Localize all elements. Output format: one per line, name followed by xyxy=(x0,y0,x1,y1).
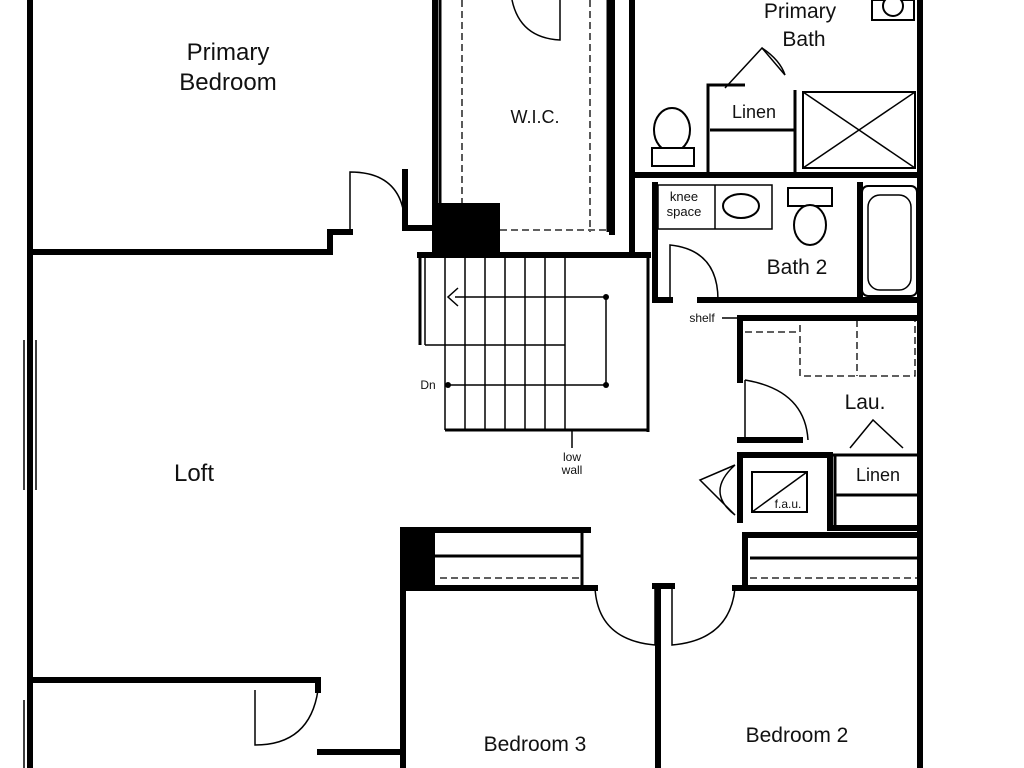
loft-label: Loft xyxy=(174,460,214,487)
fau-label: f.a.u. xyxy=(775,497,802,511)
bathtub-icon xyxy=(861,185,918,297)
wic-label: W.I.C. xyxy=(511,107,560,127)
bedroom-2-label: Bedroom 2 xyxy=(746,724,849,747)
laundry-label: Lau. xyxy=(845,391,886,414)
stairs xyxy=(424,258,760,448)
room-labels: Primary Bedroom Primary Bath W.I.C. Line… xyxy=(174,0,900,756)
knee-space-label-1: knee xyxy=(670,189,698,204)
knee-space-label-2: space xyxy=(667,204,702,219)
low-wall-label-1: low xyxy=(563,450,581,464)
primary-bedroom-label-1: Primary xyxy=(187,39,270,66)
low-wall-label-2: wall xyxy=(561,463,583,477)
bedroom-3-label: Bedroom 3 xyxy=(484,733,587,756)
down-label: Dn xyxy=(420,378,435,392)
walls xyxy=(23,0,923,768)
toilet-2-icon xyxy=(793,204,827,246)
linen-lower-label: Linen xyxy=(856,465,900,485)
linen-upper-label: Linen xyxy=(732,102,776,122)
primary-bedroom-label-2: Bedroom xyxy=(179,69,276,96)
toilet-icon xyxy=(653,107,691,153)
primary-bath-label-2: Bath xyxy=(782,28,825,51)
closet-shelves xyxy=(440,0,920,579)
primary-bath-label-1: Primary xyxy=(764,0,837,23)
stair-arrow-icon xyxy=(446,287,459,307)
sink-icon xyxy=(722,193,760,219)
bath-2-label: Bath 2 xyxy=(767,256,828,279)
doors xyxy=(254,0,809,746)
fixtures xyxy=(651,0,918,513)
shelf-label: shelf xyxy=(689,311,715,325)
